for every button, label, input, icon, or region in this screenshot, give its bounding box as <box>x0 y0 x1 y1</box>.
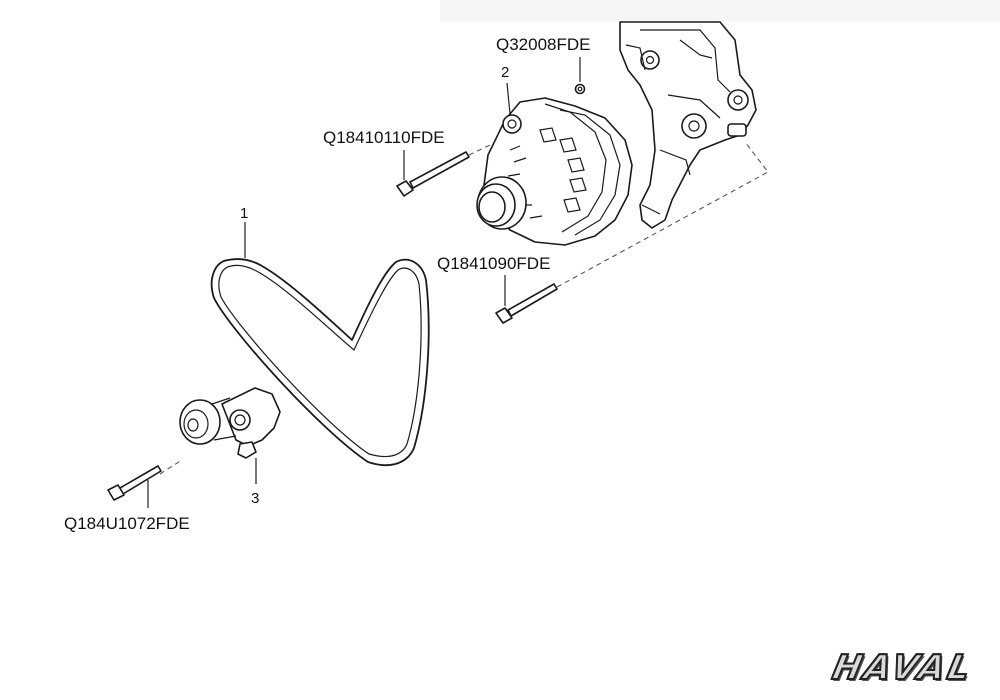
callout-2: 2 <box>501 64 509 81</box>
nut-part <box>574 83 586 95</box>
haval-logo-text: HAVAL <box>828 647 978 689</box>
part-number-upper-bolt: Q18410110FDE <box>323 128 445 147</box>
lower-bolt <box>495 283 558 324</box>
callout-1: 1 <box>240 205 248 222</box>
callout-3: 3 <box>251 490 259 507</box>
part-number-lower-bolt: Q1841090FDE <box>437 254 550 273</box>
haval-logo: HAVAL <box>818 646 988 690</box>
engine-mounting-bracket <box>619 21 757 229</box>
top-header-strip <box>440 0 1000 22</box>
belt-tensioner <box>179 387 281 459</box>
tensioner-bolt <box>107 465 162 501</box>
part-number-nut: Q32008FDE <box>496 35 591 54</box>
assembly-guide-lines <box>159 141 769 475</box>
poly-v-belt <box>210 258 430 467</box>
leader-lines <box>147 57 581 508</box>
alternator <box>476 97 633 246</box>
upper-bolt <box>396 151 470 197</box>
part-number-tensioner-bolt: Q184U1072FDE <box>64 514 190 533</box>
